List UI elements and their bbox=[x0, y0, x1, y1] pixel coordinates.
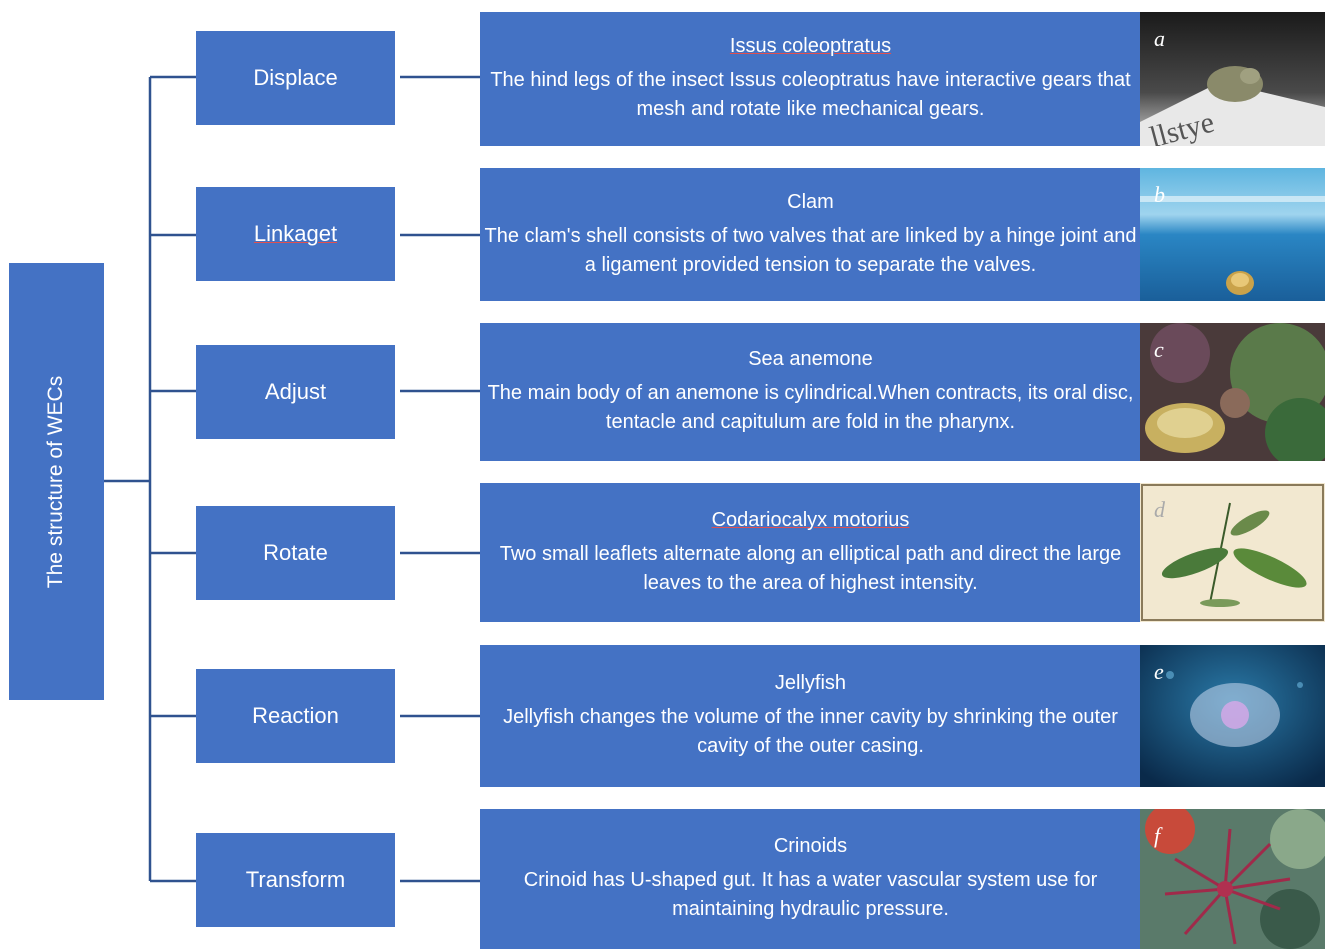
example-text: Two small leaflets alternate along an el… bbox=[499, 542, 1122, 594]
example-title: Crinoids bbox=[773, 835, 848, 857]
example-text: Jellyfish changes the volume of the inne… bbox=[503, 706, 1118, 757]
category-linkaget: Linkaget bbox=[196, 187, 395, 281]
photo-crinoid: f bbox=[1140, 809, 1325, 949]
example-box-jellyfish: Jellyfish Jellyfish changes the volume o… bbox=[480, 645, 1141, 787]
photo-letter: c bbox=[1154, 337, 1164, 362]
example-box-issus: Issus coleoptratus The hind legs of the … bbox=[480, 12, 1141, 146]
example-title: Clam bbox=[787, 190, 834, 213]
photo-jellyfish: e bbox=[1140, 645, 1325, 787]
category-transform: Transform bbox=[196, 833, 395, 927]
example-box-anemone: Sea anemone The main body of an anemone … bbox=[480, 323, 1141, 461]
photo-letter: f bbox=[1154, 823, 1161, 848]
category-reaction: Reaction bbox=[196, 669, 395, 763]
example-text: The clam's shell consists of two valves … bbox=[484, 224, 1137, 276]
category-rotate: Rotate bbox=[196, 506, 395, 600]
photo-plant: d bbox=[1140, 483, 1325, 622]
example-title: Codariocalyx motorius bbox=[711, 508, 910, 531]
example-title: Sea anemone bbox=[748, 348, 873, 370]
photo-letter: b bbox=[1154, 182, 1165, 207]
photo-letter: e bbox=[1154, 659, 1164, 684]
photo-insect: llstye a bbox=[1140, 12, 1325, 146]
example-title: Jellyfish bbox=[774, 672, 847, 694]
example-text: Crinoid has U-shaped gut. It has a water… bbox=[523, 869, 1098, 920]
example-box-clam: Clam The clam's shell consists of two va… bbox=[480, 168, 1141, 301]
example-box-codariocalyx: Codariocalyx motorius Two small leaflets… bbox=[480, 483, 1141, 622]
example-text: The main body of an anemone is cylindric… bbox=[487, 382, 1134, 433]
category-linkaget-label: Linkaget bbox=[253, 221, 338, 246]
photo-anemone: c bbox=[1140, 323, 1325, 461]
example-box-crinoids: Crinoids Crinoid has U-shaped gut. It ha… bbox=[480, 809, 1141, 949]
example-text: The hind legs of the insect Issus coleop… bbox=[490, 69, 1131, 120]
example-title: Issus coleoptratus bbox=[729, 35, 892, 57]
root-label: The structure of WECs bbox=[44, 375, 68, 588]
category-adjust: Adjust bbox=[196, 345, 395, 439]
photo-letter: d bbox=[1154, 497, 1165, 522]
root-node: The structure of WECs bbox=[9, 263, 104, 700]
photo-clam: b bbox=[1140, 168, 1325, 301]
category-displace: Displace bbox=[196, 31, 395, 125]
photo-letter: a bbox=[1154, 26, 1165, 51]
